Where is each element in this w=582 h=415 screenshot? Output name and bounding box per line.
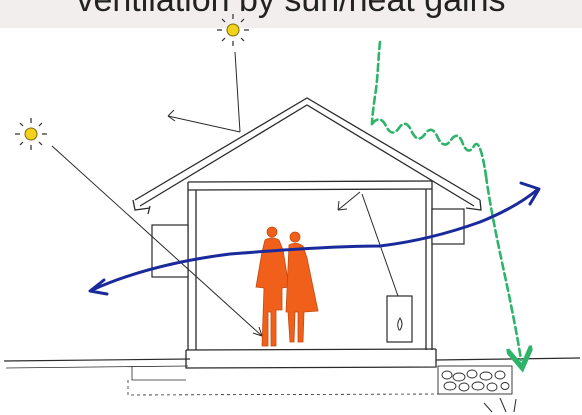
sun-ray-high (168, 52, 240, 132)
sketch-marks-bottom (484, 398, 516, 412)
right-vent (432, 209, 464, 244)
stove-icon (387, 296, 412, 342)
left-vent (152, 225, 188, 277)
sun-icon-low (15, 118, 47, 150)
ground-line (4, 358, 580, 380)
floor-slab (186, 349, 436, 368)
sun-ray-low (52, 146, 262, 336)
roof (133, 98, 481, 214)
gravel-drain (438, 366, 512, 394)
two-people-icon (256, 227, 318, 346)
sun-icon-high (217, 14, 249, 46)
foundation-dashed-line (128, 380, 440, 395)
ceiling (188, 181, 432, 190)
